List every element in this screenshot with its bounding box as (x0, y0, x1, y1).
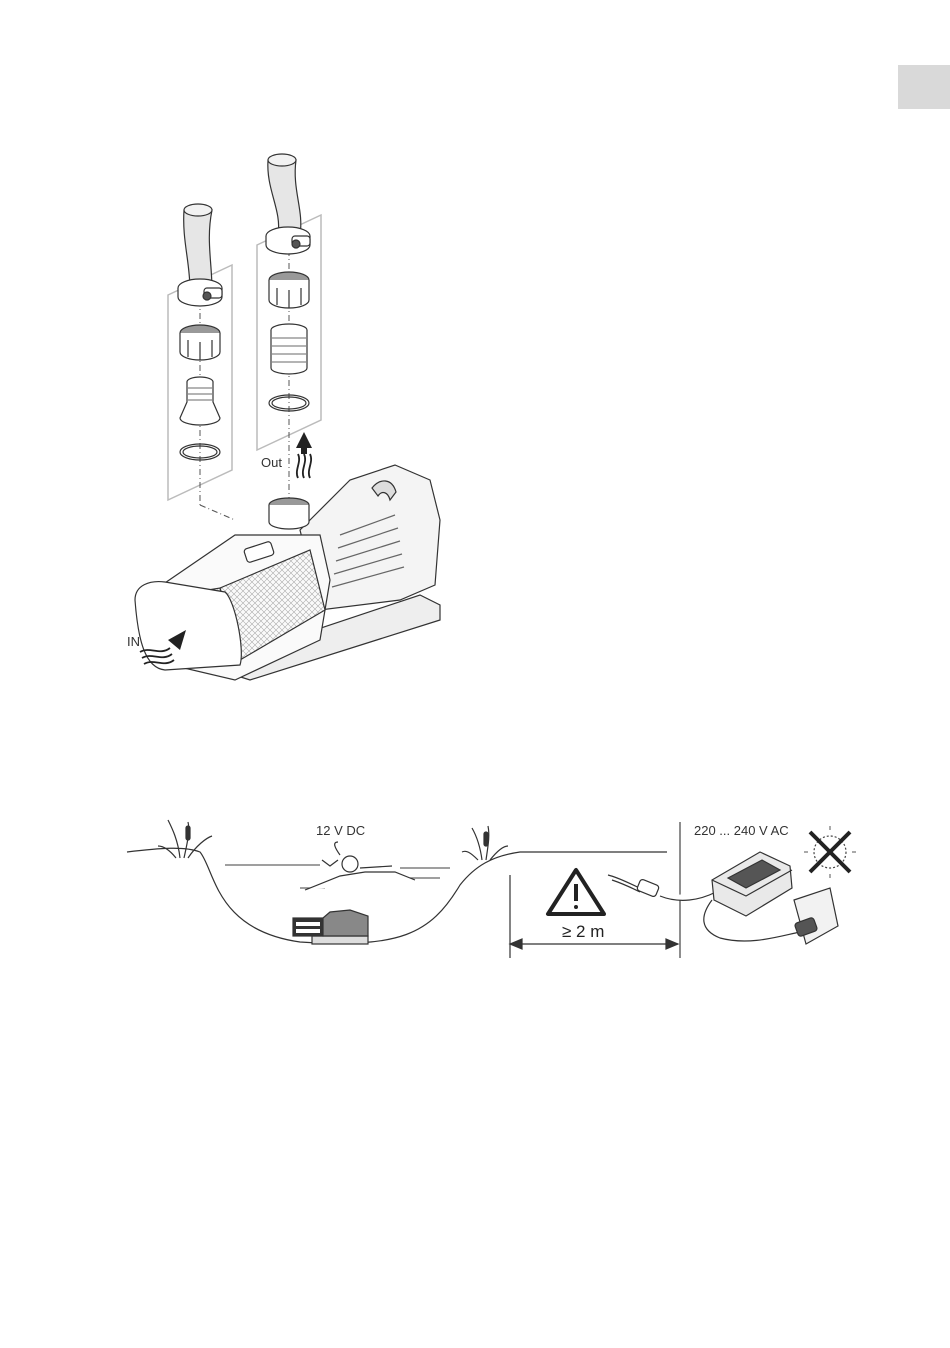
inlet-hose (184, 204, 212, 290)
outlet-flow-arrow (296, 432, 312, 478)
inlet-label: IN (127, 634, 140, 649)
pond-installation-figure (127, 820, 856, 958)
swimmer (305, 842, 415, 890)
reeds-left (158, 820, 212, 858)
outlet-union-nut (269, 272, 309, 308)
inlet-hose-clamp (178, 279, 222, 306)
pump-voltage-label: 12 V DC (316, 823, 365, 838)
min-distance-label: ≥ 2 m (562, 922, 604, 942)
outlet-hose (268, 154, 301, 235)
wall-socket (794, 888, 838, 944)
power-supply-unit (704, 852, 800, 941)
outlet-label: Out (261, 455, 282, 470)
outlet-hose-connector (271, 324, 307, 374)
outlet-hose-clamp (266, 227, 310, 254)
inlet-hose-connector (180, 377, 220, 425)
no-direct-sunlight-icon (804, 826, 856, 878)
submerged-pump (293, 910, 368, 944)
cable-connector (608, 875, 716, 900)
pump-assembly-figure (135, 154, 440, 680)
mains-voltage-label: 220 ... 240 V AC (694, 823, 789, 838)
reeds-middle (462, 826, 508, 860)
inlet-union-nut (180, 325, 220, 360)
warning-triangle-icon (548, 870, 604, 914)
pump-body (135, 465, 440, 680)
